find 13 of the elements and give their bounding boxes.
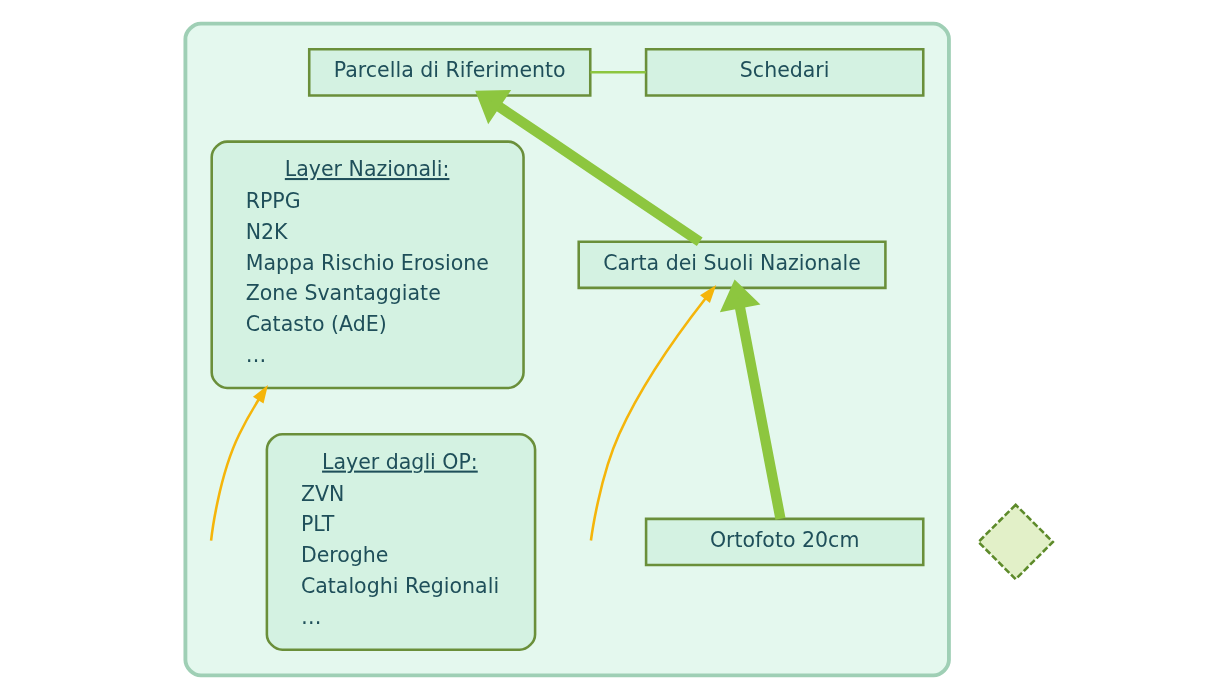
arrow: [589, 285, 717, 541]
node-diamond: [976, 502, 1055, 581]
cluster: [183, 21, 951, 678]
node-box: Carta dei Suoli Nazionale: [577, 240, 887, 290]
arrow: [475, 89, 703, 246]
node-box: Parcella di Riferimento: [307, 47, 592, 97]
node-box: Ortofoto 20cm: [644, 517, 925, 567]
arrow: [719, 279, 786, 520]
node-box: Layer Nazionali: RPPG N2K Mappa Rischio Erosione Zone Svantaggiate Catasto (AdE) …: [210, 140, 525, 390]
connector: [590, 71, 646, 74]
node-box: Layer dagli OP: ZVN PLT Deroghe Cataloghi Regionali …: [265, 432, 537, 652]
arrow: [209, 385, 268, 541]
node-box: Schedari: [644, 47, 925, 97]
